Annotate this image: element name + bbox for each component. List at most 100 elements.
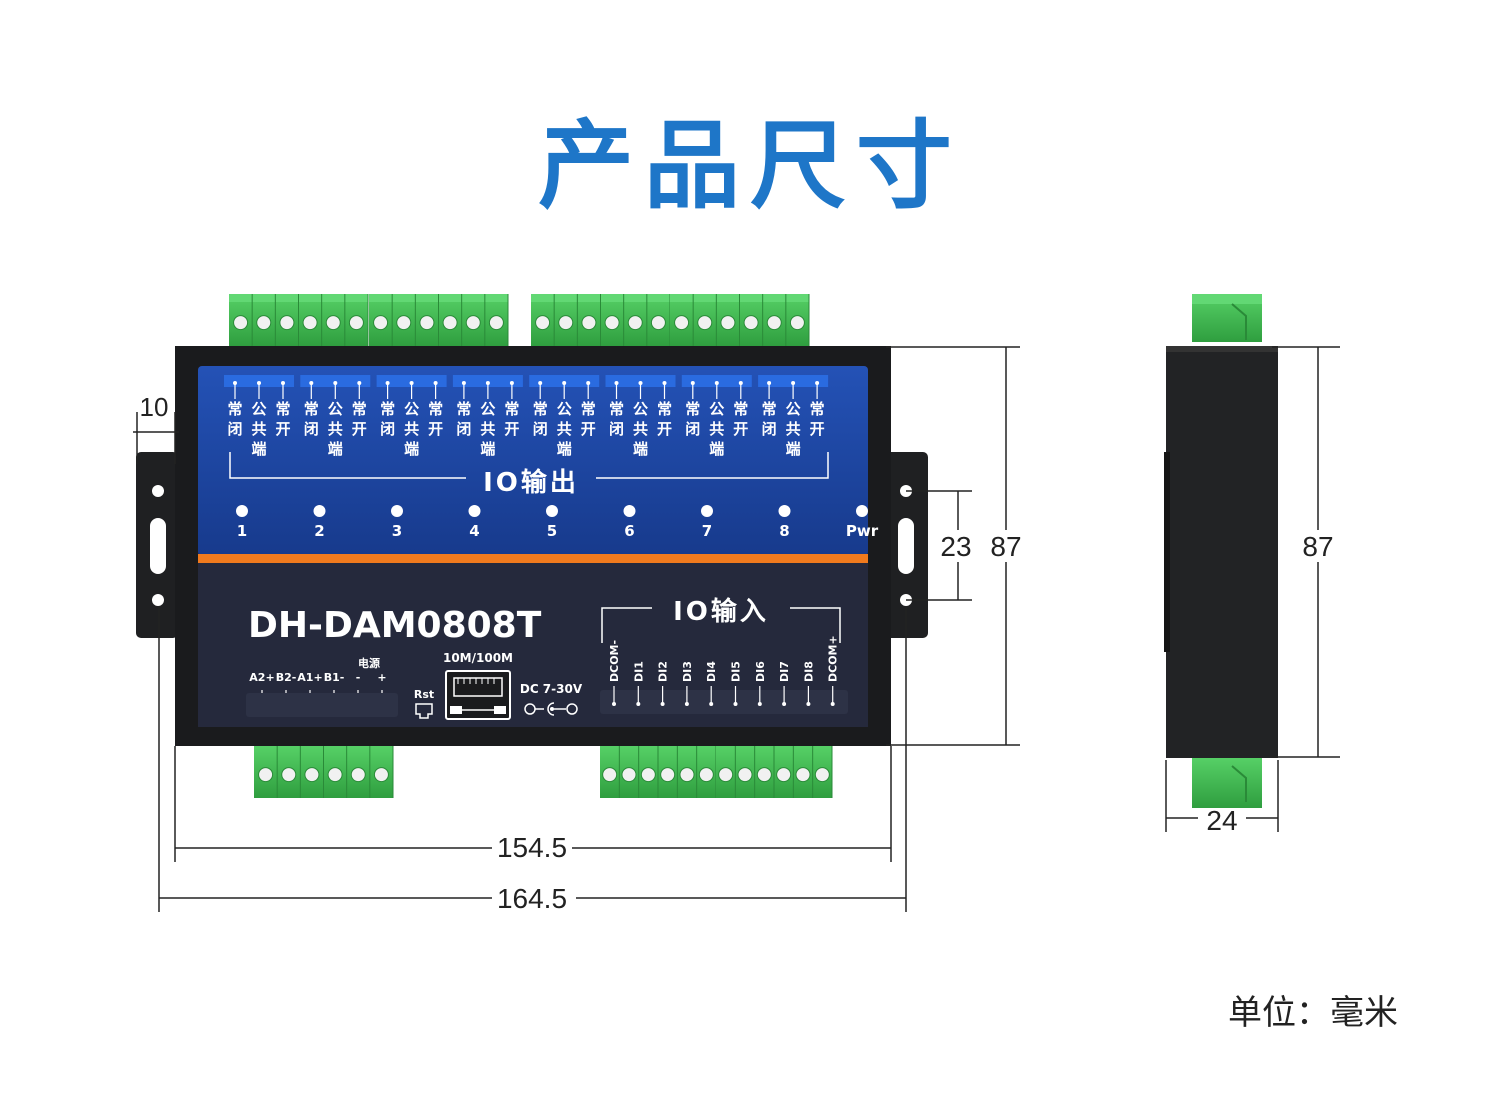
status-led	[701, 505, 713, 517]
input-terminal-block	[254, 746, 394, 798]
input-terminal-label: DI1	[632, 661, 645, 682]
led-label: 4	[469, 522, 479, 540]
side-dimensions	[1165, 346, 1340, 832]
led-label: 2	[314, 522, 324, 540]
relay-label-char: 常	[762, 400, 777, 418]
relay-label-char: 共	[709, 420, 724, 438]
relay-label-char: 公	[557, 400, 572, 418]
relay-label-char: 端	[404, 440, 419, 458]
relay-label-char: 公	[709, 400, 724, 418]
relay-label-char: 开	[581, 420, 596, 438]
relay-label-char: 公	[480, 400, 495, 418]
relay-label-char: 常	[227, 400, 242, 418]
relay-label-char: 端	[251, 440, 266, 458]
input-terminal-label: DI7	[778, 661, 791, 682]
relay-label-char: 共	[786, 420, 801, 438]
input-terminal-label: DCOM+	[827, 635, 840, 682]
relay-label-char: 端	[328, 440, 343, 458]
io-input-label: IO输入	[673, 596, 769, 627]
relay-label-char: 常	[504, 400, 519, 418]
relay-label-char: 闭	[227, 420, 242, 438]
relay-label-char: 常	[275, 400, 290, 418]
relay-label-char: 公	[328, 400, 343, 418]
input-terminal-blocks	[254, 746, 833, 798]
relay-label-char: 公	[633, 400, 648, 418]
side-housing	[1166, 346, 1278, 758]
relay-label-char: 常	[304, 400, 319, 418]
relay-label-char: 公	[786, 400, 801, 418]
height-dimension: 87	[990, 531, 1021, 562]
output-terminal-block	[369, 294, 509, 346]
ethernet-label: 10M/100M	[443, 651, 513, 665]
led-label: 7	[702, 522, 712, 540]
relay-label-char: 开	[352, 420, 367, 438]
front-dimensions	[133, 346, 1020, 912]
status-led	[313, 505, 326, 517]
relay-terminal-strip	[452, 375, 523, 387]
relay-label-char: 闭	[609, 420, 624, 438]
relay-label-char: 闭	[304, 420, 319, 438]
comm-terminal-label: -	[356, 671, 361, 684]
status-led	[856, 505, 868, 517]
relay-label-char: 常	[810, 400, 825, 418]
relay-label-char: 开	[810, 420, 825, 438]
relay-label-char: 闭	[380, 420, 395, 438]
output-terminal-block	[531, 294, 671, 346]
input-terminal-label: DI3	[681, 661, 694, 682]
relay-label-char: 常	[533, 400, 548, 418]
relay-label-char: 共	[328, 420, 343, 438]
ethernet-port-icon	[445, 670, 511, 720]
status-led	[468, 505, 481, 517]
relay-label-char: 开	[428, 420, 443, 438]
input-terminal-label: DI2	[657, 661, 670, 682]
comm-terminal-label: B1-	[324, 671, 345, 684]
dc-label: DC 7-30V	[520, 682, 583, 696]
body-width-dimension: 154.5	[497, 832, 567, 863]
relay-label-char: 端	[786, 440, 801, 458]
relay-label-char: 闭	[533, 420, 548, 438]
reset-label: Rst	[414, 688, 434, 701]
side-height-dimension: 87	[1302, 531, 1333, 562]
comm-terminal-label: A1+	[297, 671, 322, 684]
relay-label-char: 闭	[685, 420, 700, 438]
comm-terminal-label: +	[377, 671, 386, 684]
model-label: DH-DAM0808T	[248, 605, 542, 646]
total-width-dimension: 164.5	[497, 883, 567, 914]
relay-label-char: 端	[633, 440, 648, 458]
front-view: 常闭公共端常开常闭公共端常开常闭公共端常开常闭公共端常开常闭公共端常开常闭公共端…	[136, 294, 928, 798]
relay-label-char: 常	[456, 400, 471, 418]
relay-label-char: 开	[504, 420, 519, 438]
mount-spacing-dimension: 23	[940, 531, 971, 562]
relay-label-char: 共	[480, 420, 495, 438]
input-terminal-label: DI6	[754, 661, 767, 682]
relay-label-char: 端	[557, 440, 572, 458]
relay-label-char: 常	[581, 400, 596, 418]
comm-terminal-label: A2+	[249, 671, 274, 684]
relay-label-char: 开	[275, 420, 290, 438]
output-terminal-block	[229, 294, 369, 346]
status-led	[546, 505, 558, 517]
relay-label-char: 共	[633, 420, 648, 438]
status-led	[623, 505, 636, 517]
status-led	[236, 505, 248, 517]
led-label: Pwr	[846, 522, 879, 540]
side-view	[1164, 294, 1278, 808]
led-label: 1	[237, 522, 247, 540]
relay-label-char: 常	[733, 400, 748, 418]
relay-label-char: 常	[685, 400, 700, 418]
relay-label-char: 常	[380, 400, 395, 418]
relay-label-char: 端	[480, 440, 495, 458]
orange-stripe	[198, 554, 868, 563]
output-terminal-blocks	[229, 294, 810, 346]
relay-label-char: 共	[404, 420, 419, 438]
relay-label-char: 常	[428, 400, 443, 418]
relay-label-char: 开	[733, 420, 748, 438]
io-output-label: IO输出	[483, 467, 579, 498]
relay-label-char: 常	[657, 400, 672, 418]
relay-label-char: 常	[609, 400, 624, 418]
relay-label-char: 公	[251, 400, 266, 418]
relay-label-char: 闭	[762, 420, 777, 438]
